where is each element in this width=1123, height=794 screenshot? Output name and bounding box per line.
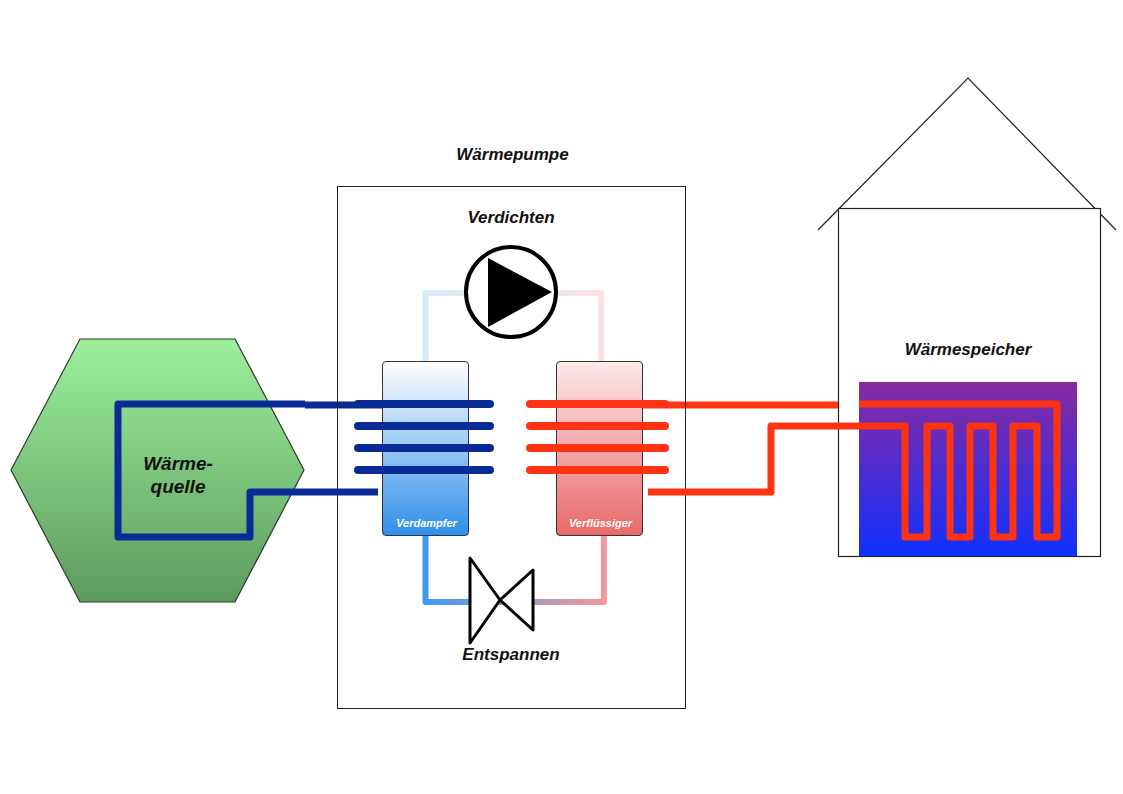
coil-winding (358, 422, 490, 430)
evaporator-box: Verdampfer (382, 361, 469, 536)
source-loop (118, 404, 378, 537)
house-wall (839, 209, 1101, 557)
exchanger-coils (358, 404, 665, 470)
node-label: Verdampfer (383, 517, 470, 530)
heat-storage-box: Wärmespeicher (859, 382, 1077, 556)
compressor-label: Verdichten (411, 208, 611, 228)
hexagon-shape (11, 339, 304, 602)
valve-label: Entspannen (411, 645, 611, 665)
coil-winding (530, 444, 665, 452)
heat-source-hexagon: Wärme- quelle (10, 338, 305, 603)
compressor-symbol (466, 247, 556, 337)
coil-winding (530, 400, 665, 408)
condenser-box: Verflüssiger (556, 361, 643, 536)
valve-symbol (500, 570, 533, 630)
coil-winding (530, 422, 665, 430)
coil-winding (358, 466, 490, 474)
compressor-triangle (488, 258, 552, 327)
node-label: Wärmepumpe (338, 145, 687, 165)
pipe-connector (305, 402, 382, 409)
node-label: Verflüssiger (557, 517, 644, 530)
coil-winding (358, 400, 490, 408)
heating-coil (648, 404, 1057, 537)
coil-winding (530, 466, 665, 474)
node-label: Wärme- quelle (123, 453, 233, 499)
house-roof (818, 78, 1116, 230)
valve-symbol (470, 558, 500, 643)
coil-winding (358, 444, 490, 452)
pipe-connector (643, 402, 859, 409)
node-label: Wärmespeicher (839, 340, 1097, 360)
heat-pump-box: WärmepumpeVerdampferVerflüssiger (337, 186, 686, 709)
